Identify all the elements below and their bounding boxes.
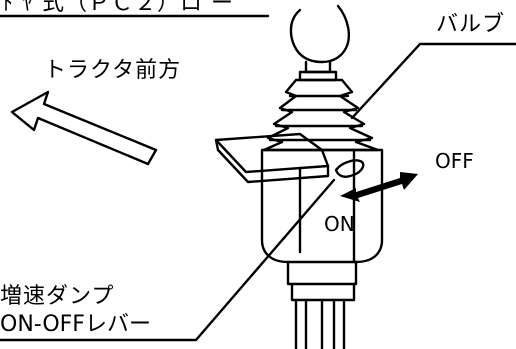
lever-label-line2: ON-OFFレバー (0, 312, 151, 337)
tractor-forward-label: トラクタ前方 (44, 58, 182, 83)
side-lever-plate-edge (214, 138, 330, 184)
side-lever-plate (214, 132, 330, 174)
lower-fitting-nut (290, 282, 356, 302)
lever-leader-line (0, 178, 336, 342)
valve-leader-line (350, 42, 516, 120)
on-label: ON (324, 212, 355, 236)
knob-neck (304, 60, 332, 74)
valve-label: バルブ (436, 12, 506, 37)
off-label: OFF (435, 149, 474, 173)
on-off-lever-handle (334, 159, 365, 178)
on-off-double-arrow-icon (340, 172, 418, 202)
top-caption: ﾄ ﾔ 式（ＰＣ２）ロ ー (2, 0, 234, 16)
lower-fitting (286, 260, 358, 286)
lever-knob (289, 4, 350, 64)
forward-arrow-icon (10, 90, 158, 166)
lever-label-line1: 増速ダンプ (0, 284, 115, 309)
